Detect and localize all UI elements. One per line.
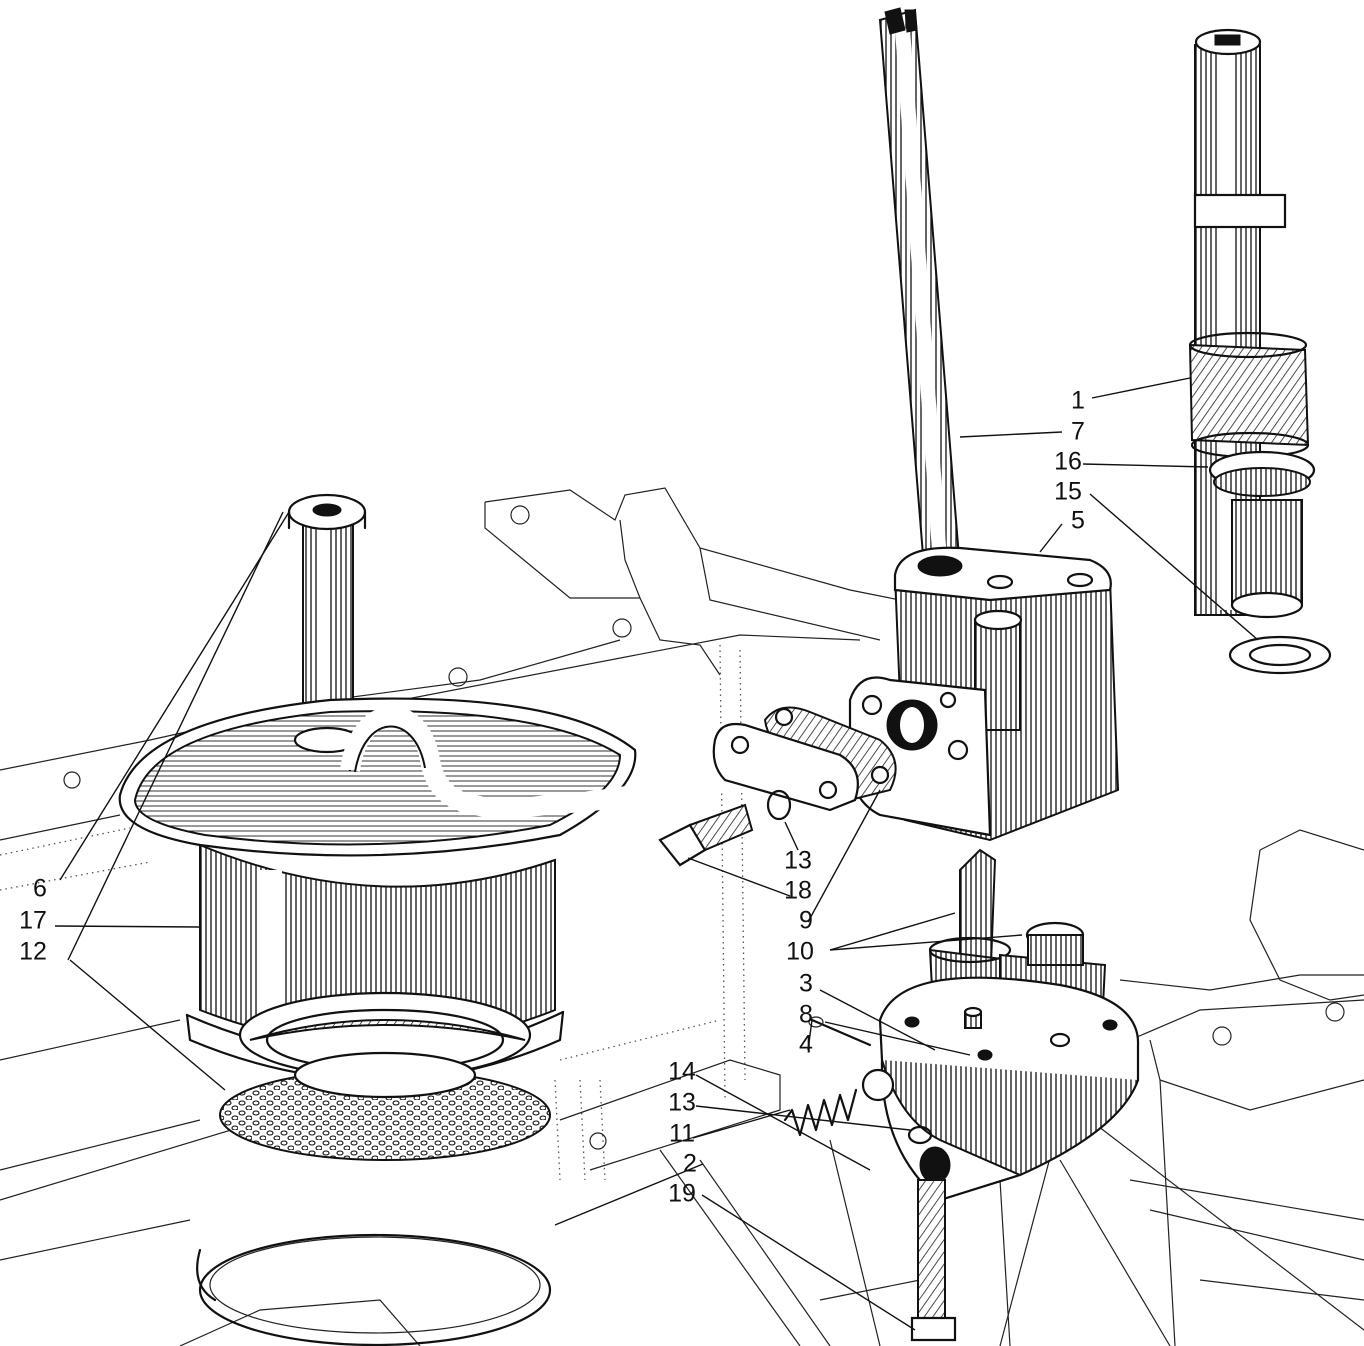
callout-14: 14 bbox=[668, 1058, 696, 1086]
callout-11: 11 bbox=[669, 1120, 695, 1148]
callout-9: 9 bbox=[799, 907, 813, 935]
dowel bbox=[963, 1006, 983, 1029]
relief-valve-spring bbox=[783, 1088, 858, 1137]
sealing-washer bbox=[907, 1125, 933, 1145]
lock-washer bbox=[766, 789, 792, 821]
callout-8: 8 bbox=[799, 1001, 813, 1029]
distributor-drive-gear-shaft bbox=[1188, 28, 1316, 619]
callout-1: 1 bbox=[1071, 387, 1085, 415]
callout-18: 18 bbox=[784, 877, 812, 905]
pump-cover bbox=[878, 976, 1140, 1202]
callout-17: 17 bbox=[19, 907, 47, 935]
callout-16: 16 bbox=[1054, 448, 1082, 476]
relief-valve-ball bbox=[861, 1068, 895, 1102]
callout-3: 3 bbox=[799, 970, 813, 998]
callout-2: 2 bbox=[683, 1150, 697, 1178]
callout-6: 6 bbox=[33, 875, 47, 903]
callout-13-upper: 13 bbox=[784, 847, 812, 875]
pump-body bbox=[848, 546, 1120, 842]
setscrew bbox=[658, 803, 754, 867]
retaining-clip bbox=[196, 1233, 552, 1346]
callout-labels: 1 7 16 15 5 6 17 12 13 18 9 10 3 8 4 14 … bbox=[19, 387, 1085, 1208]
callout-10: 10 bbox=[786, 938, 814, 966]
split-pin bbox=[808, 1016, 872, 1047]
callout-15: 15 bbox=[1054, 478, 1082, 506]
pipe-flange bbox=[712, 722, 859, 812]
pick-up-strainer-pin bbox=[287, 493, 367, 731]
strainer-housing bbox=[118, 697, 802, 1082]
drive-shaft bbox=[878, 7, 962, 582]
plug-bolt bbox=[910, 1179, 957, 1342]
callout-5: 5 bbox=[1071, 507, 1085, 535]
callout-19: 19 bbox=[668, 1180, 696, 1208]
crankcase-background bbox=[0, 487, 1364, 1346]
callout-13-lower: 13 bbox=[668, 1089, 696, 1117]
callout-12: 12 bbox=[19, 938, 47, 966]
leader-lines bbox=[54, 377, 1259, 1331]
wave-washer bbox=[1228, 635, 1332, 675]
strainer-gauze bbox=[219, 991, 551, 1161]
callout-4: 4 bbox=[799, 1031, 813, 1059]
callout-7: 7 bbox=[1071, 418, 1085, 446]
